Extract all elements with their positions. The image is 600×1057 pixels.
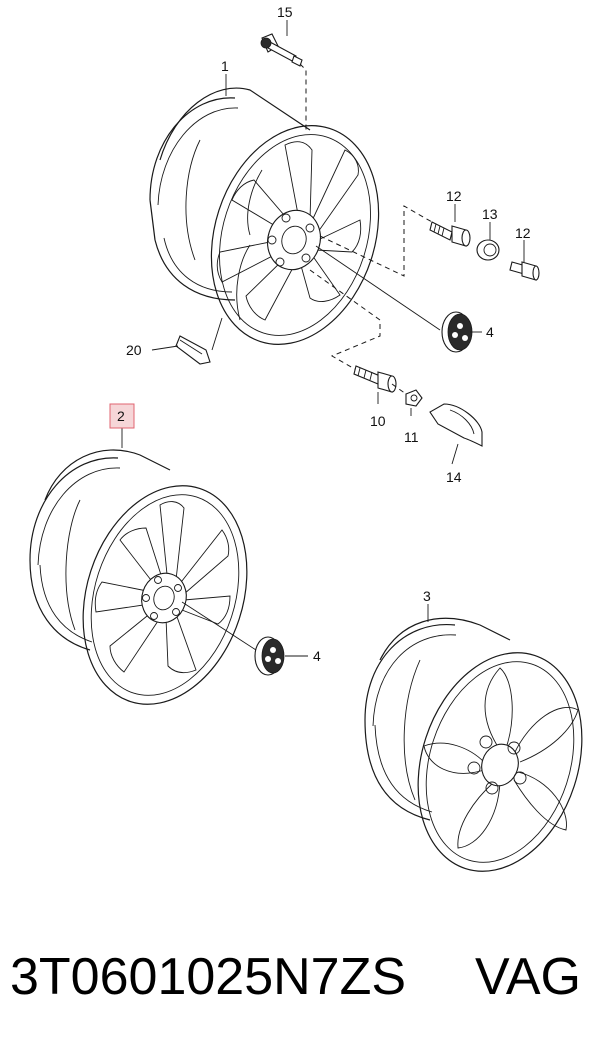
callout-13: 13 — [482, 206, 498, 222]
balance-weight — [175, 335, 211, 365]
part-number: 3T0601025N7ZS — [10, 948, 407, 1006]
callout-12b: 12 — [515, 225, 531, 241]
callout-12a: 12 — [446, 188, 462, 204]
wheel-1 — [149, 87, 380, 345]
callout-20: 20 — [126, 342, 142, 358]
callout-11: 11 — [404, 429, 419, 445]
callout-4b: 4 — [313, 648, 321, 664]
wheel-bolt-12a — [429, 221, 471, 247]
locking-nut-13 — [476, 239, 500, 261]
callout-2: 2 — [117, 408, 125, 424]
nut-11 — [405, 389, 423, 407]
brand-name: VAG — [475, 948, 581, 1006]
callout-1: 1 — [221, 58, 229, 74]
callout-14: 14 — [446, 469, 462, 485]
callout-15: 15 — [277, 4, 293, 20]
exploded-parts-diagram: 15 1 12 13 12 4 20 10 11 14 2 4 3 — [29, 4, 583, 872]
caption-bar: 3T0601025N7ZS VAG — [0, 945, 600, 1025]
callout-3: 3 — [423, 588, 431, 604]
wheel-2 — [29, 449, 248, 705]
callout-2-highlight — [109, 403, 135, 429]
wheel-bolt-12b — [509, 261, 540, 281]
callout-10: 10 — [370, 413, 386, 429]
wheel-3 — [364, 617, 583, 872]
callout-4a: 4 — [486, 324, 494, 340]
center-cap-top — [441, 311, 473, 353]
anti-theft-bolt-10 — [353, 365, 397, 393]
center-cap-middle — [254, 636, 285, 676]
cap-puller-14 — [429, 403, 483, 447]
valve-stem — [260, 33, 303, 67]
